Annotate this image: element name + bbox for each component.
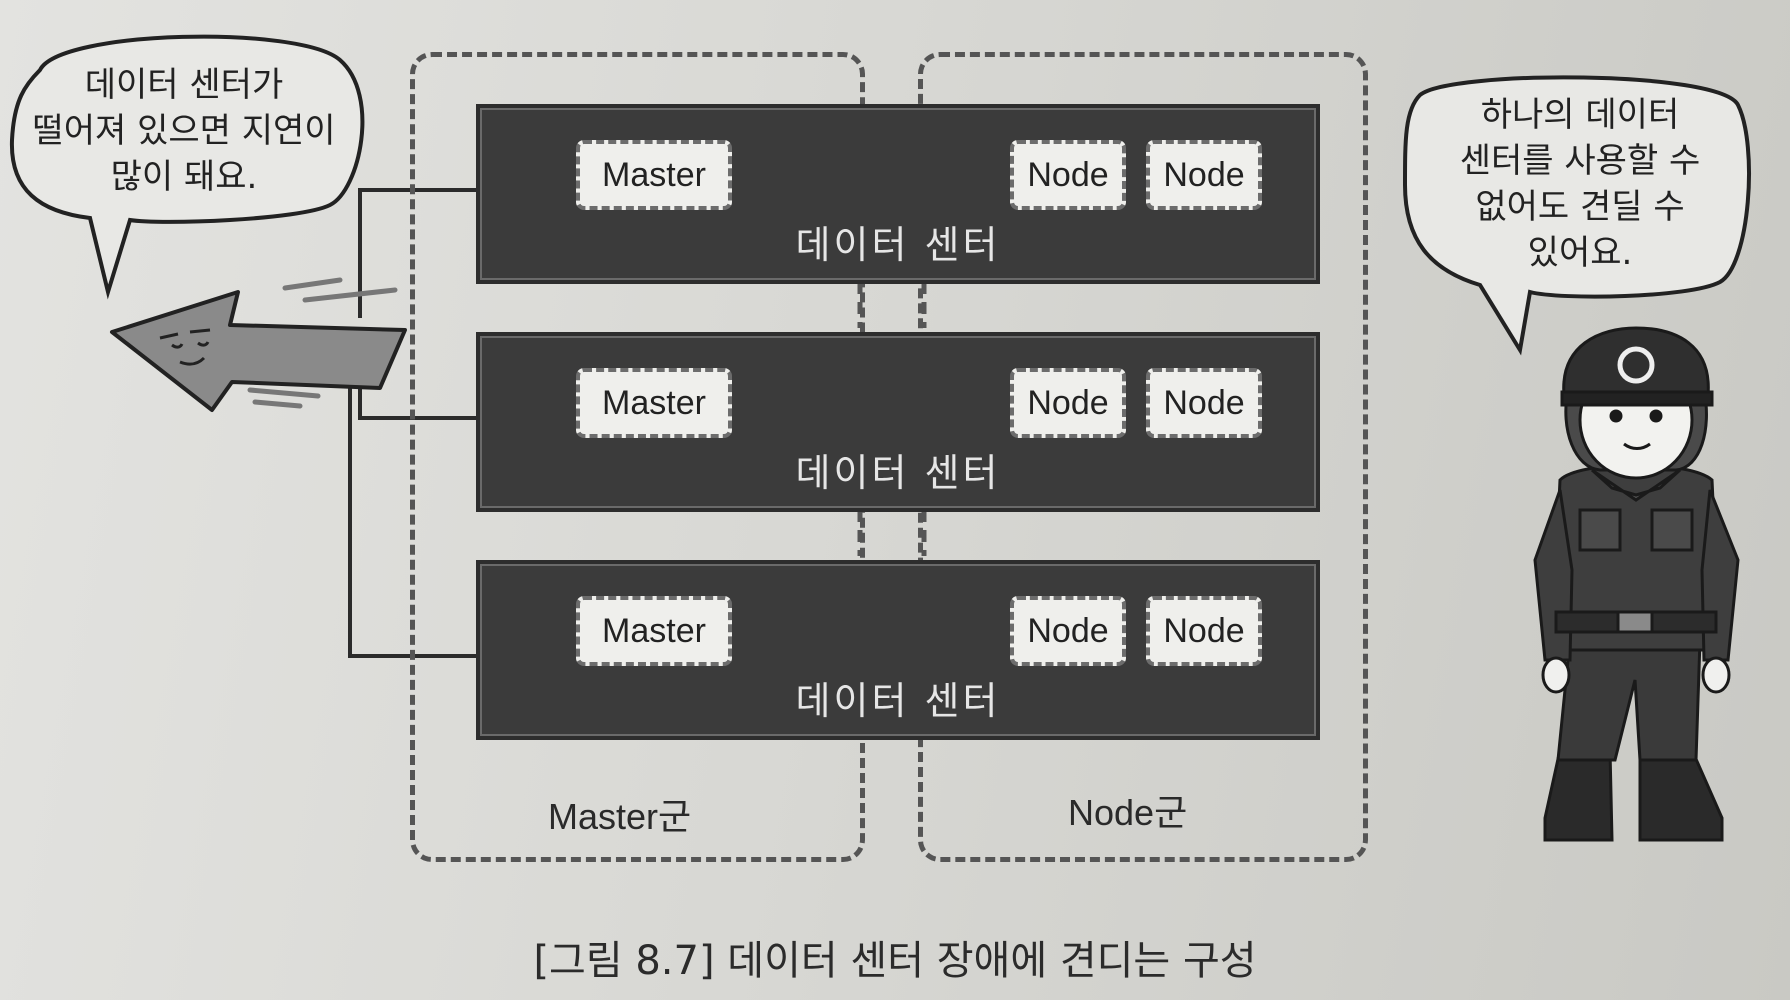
motion-streaks [247,277,398,409]
node-chip: Node [1010,368,1126,438]
left-bubble-line: 많이 돼요. [110,157,258,197]
right-bubble-line: 센터를 사용할 수 [1459,141,1701,181]
right-speech-bubble [1402,75,1751,356]
right-bubble-line: 있어요. [1527,233,1633,273]
data-center-3: Master Node Node 데이터 센터 [476,560,1320,740]
node-group-label: Node군 [1068,792,1188,833]
left-speech-bubble [9,34,365,300]
left-bubble-line: 데이터 센터가 [84,65,284,105]
arrow-character-icon [110,290,407,412]
master-connector-lines [348,188,476,658]
soldier-character-icon [1533,326,1740,842]
master-group-label: Master군 [548,796,692,837]
right-bubble-text: 하나의 데이터 센터를 사용할 수 없어도 견딜 수 있어요. [1410,92,1750,276]
node-chip: Node [1146,140,1262,210]
node-chip: Node [1010,596,1126,666]
node-chip: Node [1146,368,1262,438]
master-chip: Master [576,140,732,210]
right-bubble-line: 없어도 견딜 수 [1475,187,1685,227]
data-center-label: 데이터 센터 [795,451,1001,495]
figure-caption: [그림 8.7] 데이터 센터 장애에 견디는 구성 [533,938,1257,984]
data-center-label: 데이터 센터 [795,679,1001,723]
node-chip: Node [1010,140,1126,210]
master-chip: Master [576,596,732,666]
node-chip: Node [1146,596,1262,666]
right-bubble-line: 하나의 데이터 [1480,95,1680,135]
left-bubble-text: 데이터 센터가 떨어져 있으면 지연이 많이 돼요. [14,62,354,200]
data-center-2: Master Node Node 데이터 센터 [476,332,1320,512]
left-bubble-line: 떨어져 있으면 지연이 [32,111,336,151]
master-chip: Master [576,368,732,438]
data-center-1: Master Node Node 데이터 센터 [476,104,1320,284]
data-center-label: 데이터 센터 [795,223,1001,267]
